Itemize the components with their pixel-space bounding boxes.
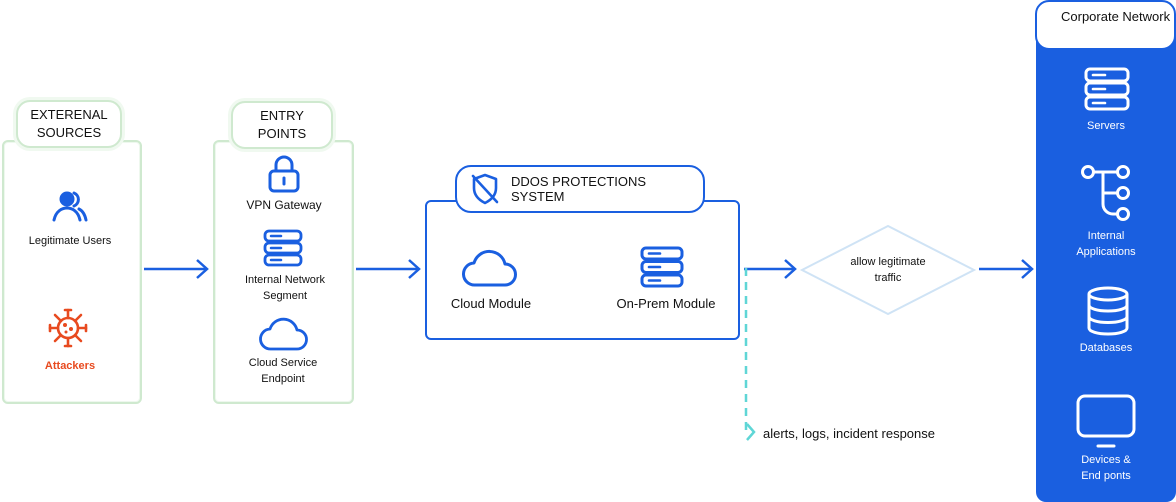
arrow-entry-to-ddos [356, 259, 421, 279]
arrow-decision-to-corporate [979, 259, 1034, 279]
arrow-external-to-entry [144, 259, 209, 279]
vpn-gateway-label: VPN Gateway [246, 198, 322, 212]
server-icon [263, 229, 303, 267]
databases-label: Databases [1079, 342, 1133, 354]
cloud-module-label: Cloud Module [450, 296, 532, 311]
internal-applications-label: Internal Applications [1076, 230, 1136, 258]
internal-network-segment-label: Internal Network Segment [244, 274, 326, 302]
devices-endpoints-label: Devices & End ponts [1081, 454, 1131, 482]
external-sources-panel [2, 140, 142, 404]
cloud-module-icon [462, 249, 517, 287]
users-icon [52, 191, 88, 222]
virus-icon [48, 308, 88, 348]
on-prem-server-icon [640, 246, 684, 288]
lock-icon [268, 155, 300, 193]
external-sources-title: EXTERENAL SOURCES [16, 100, 122, 148]
legitimate-users-label: Legitimate Users [28, 235, 112, 247]
ddos-system-title: DDOS PROTECTIONS SYSTEM [511, 174, 647, 204]
attackers-label: Attackers [44, 360, 96, 372]
shield-off-icon [471, 173, 499, 205]
decision-diamond [799, 224, 977, 316]
cloud-icon [259, 317, 308, 351]
on-prem-module-label: On-Prem Module [616, 296, 716, 311]
arrow-ddos-to-decision [744, 259, 797, 279]
ddos-system-title-tab: DDOS PROTECTIONS SYSTEM [455, 165, 705, 213]
alerts-logs-label: alerts, logs, incident response [763, 426, 935, 441]
allow-legitimate-traffic-label: allow legitimate traffic [850, 256, 926, 284]
dashed-alerts-connector [744, 268, 756, 441]
database-icon [1087, 286, 1129, 336]
servers-icon [1084, 67, 1130, 111]
entry-points-title: ENTRY POINTS [231, 101, 333, 149]
servers-label: Servers [1087, 120, 1125, 132]
monitor-icon [1076, 394, 1136, 448]
hierarchy-icon [1081, 165, 1130, 221]
corporate-network-title: Corporate Network [1035, 0, 1176, 50]
corporate-network-panel [1036, 8, 1176, 502]
cloud-service-endpoint-label: Cloud Service Endpoint [248, 357, 318, 385]
